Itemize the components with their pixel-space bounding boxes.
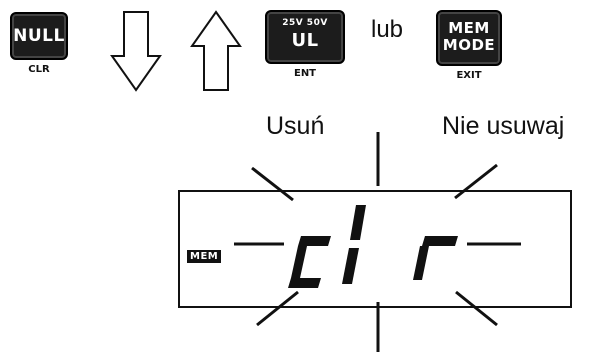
- lcd-display: [178, 190, 572, 308]
- segment-c-top: [298, 236, 331, 246]
- blink-rays: [234, 132, 521, 352]
- lcd-digits-clr: [288, 205, 458, 288]
- ul-button-voltage-label: 25V 50V: [282, 18, 328, 28]
- mem-mode-button[interactable]: MEM MODE: [436, 10, 502, 66]
- clr-label: CLR: [28, 64, 50, 75]
- mem-indicator: MEM: [187, 250, 222, 263]
- blink-ray: [256, 290, 299, 327]
- delete-option-label: Usuń: [266, 112, 325, 140]
- mem-mode-button-label-line2: MODE: [442, 36, 496, 54]
- ent-label: ENT: [293, 68, 317, 79]
- segment-c-bottom: [288, 278, 321, 288]
- ul-button[interactable]: 25V 50V UL: [265, 10, 345, 64]
- mem-mode-button-label-line1: MEM: [448, 19, 490, 37]
- null-button-label: NULL: [13, 26, 65, 46]
- or-text: lub: [371, 16, 404, 43]
- arrow-down-icon[interactable]: [110, 10, 162, 92]
- blink-ray: [251, 166, 294, 202]
- ul-button-label: UL: [291, 30, 319, 51]
- blink-ray: [454, 163, 498, 200]
- arrow-up-icon[interactable]: [190, 10, 242, 92]
- segment-c-left: [291, 246, 307, 278]
- segment-l-lower: [342, 248, 359, 284]
- segment-l-upper: [350, 205, 366, 240]
- segment-r-left: [413, 246, 429, 280]
- blink-ray: [455, 290, 498, 327]
- exit-label: EXIT: [456, 70, 482, 81]
- segment-r-top: [422, 236, 458, 246]
- null-button[interactable]: NULL: [10, 12, 68, 60]
- keep-option-label: Nie usuwaj: [442, 112, 565, 140]
